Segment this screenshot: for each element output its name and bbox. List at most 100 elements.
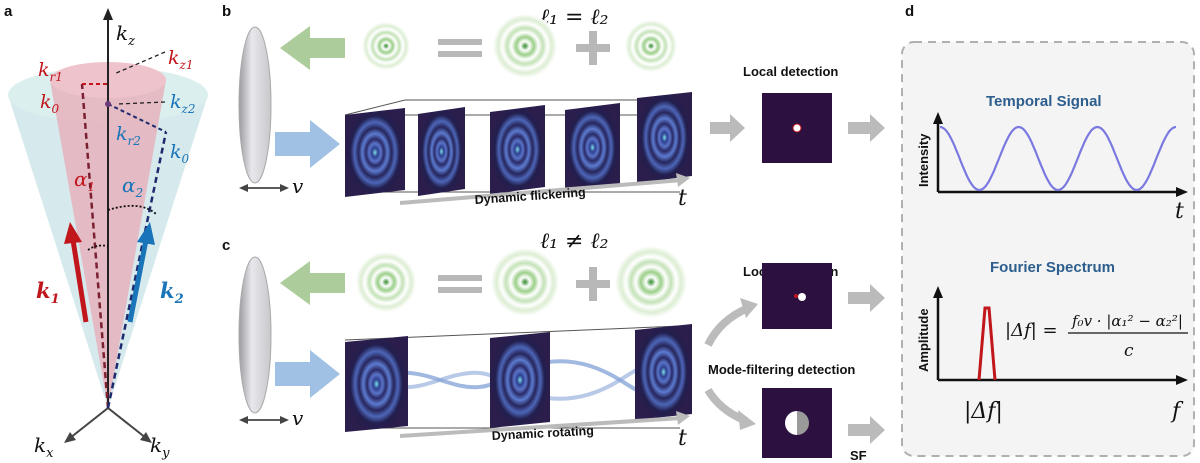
- kx-axis: [69, 407, 109, 439]
- signal-title: Temporal Signal: [986, 93, 1102, 110]
- panel-d-box: [901, 41, 1195, 457]
- to-detector-arrow-b: [710, 114, 745, 142]
- ky-label: ky: [150, 433, 170, 461]
- time-axis-arrow-c: [676, 411, 690, 425]
- detector-spot-b: [792, 123, 802, 133]
- kr2-dashed-line: [107, 103, 167, 133]
- kz-label: kz: [116, 21, 135, 49]
- k2-arrowhead: [137, 222, 155, 245]
- k0-right-label: k0: [170, 141, 190, 166]
- kr1-label: kr1: [38, 59, 63, 84]
- k1-label: k1: [36, 278, 60, 307]
- sf-label: SF: [850, 448, 867, 463]
- incident-arrow-c: [275, 350, 340, 398]
- to-detector-arrowhead-c: [740, 298, 758, 318]
- spectrum-ylabel: Amplitude: [916, 308, 931, 372]
- kz-axis-arrow: [103, 8, 113, 20]
- equals-bar-bottom-c: [438, 287, 482, 293]
- ky-axis-arrow: [140, 432, 152, 443]
- delta-f-label: |Δf|: [964, 399, 1003, 424]
- detector-red-dot-c: [794, 294, 798, 298]
- green-pattern-c1: [356, 252, 416, 312]
- kx-label: kx: [34, 433, 54, 461]
- green-pattern-b2: [493, 14, 557, 78]
- alpha2-arc: [107, 204, 157, 215]
- alpha1-label: α1: [74, 167, 95, 194]
- equals-bar-bottom-b: [438, 51, 482, 57]
- motion-arrow-c-right: [280, 416, 289, 424]
- ring-frame-b3: [490, 105, 545, 194]
- green-pattern-c3: [615, 246, 687, 318]
- k1-arrow: [70, 239, 89, 323]
- ring-frame-b5: [637, 92, 692, 183]
- motion-arrow-b-right: [280, 184, 289, 192]
- green-pattern-b1: [362, 22, 410, 70]
- detector-spot-c: [798, 293, 806, 301]
- filter-half-white: [785, 411, 797, 435]
- mode-filter-title: Mode-filtering detection: [708, 362, 855, 377]
- spectrum-x-arrow: [1176, 375, 1188, 385]
- kz1-pointer: [113, 51, 166, 75]
- to-filter-arrowhead-c: [738, 410, 756, 430]
- k2-arrow: [127, 239, 149, 323]
- kz1-label: kz1: [168, 47, 193, 72]
- green-pattern-c2: [491, 248, 559, 316]
- alpha2-label: α2: [122, 173, 143, 200]
- condition-c: ℓ₁ ≠ ℓ₂: [540, 229, 608, 254]
- k2-dashed-vector: [106, 131, 168, 409]
- spectrum-peak: [977, 306, 997, 381]
- signal-y-arrow: [933, 112, 943, 124]
- kr2-label: kr2: [116, 123, 141, 148]
- panel-c: c ℓ₁ ≠ ℓ₂ Dynamic rotating t v: [222, 229, 885, 463]
- panel-a: a kz kx ky kr1 kz1 k0: [4, 3, 208, 461]
- panel-label-c: c: [222, 237, 230, 254]
- time-label-b: t: [678, 186, 687, 211]
- ring-frame-b1: [345, 108, 405, 197]
- panel-b: b ℓ₁ = ℓ₂ Dynamic flickering t: [222, 3, 885, 211]
- panel-d: d Temporal Signal Intensity t Fourier Sp…: [901, 3, 1195, 457]
- ring-frames-c: [345, 324, 692, 432]
- kz2-pointer: [117, 101, 166, 105]
- filter-half-gray: [797, 411, 809, 435]
- reflected-arrow-b: [280, 26, 345, 70]
- kz2-label: kz2: [170, 91, 195, 116]
- mirror-disc-b: [238, 26, 272, 184]
- signal-ylabel: Intensity: [916, 133, 931, 187]
- ky-axis: [107, 407, 147, 439]
- to-signal-arrow-b: [848, 114, 885, 142]
- sf-arrow: [848, 416, 885, 444]
- ring-frames-b: [345, 92, 692, 197]
- motion-label-b: v: [292, 174, 304, 198]
- green-pattern-b3: [625, 20, 677, 72]
- ring-frame-c2: [490, 332, 550, 428]
- panel-label-d: d: [905, 3, 914, 20]
- spectrum-title: Fourier Spectrum: [990, 259, 1115, 276]
- plus-v-b: [589, 31, 597, 65]
- time-axis-b: [399, 178, 683, 205]
- ring-frame-b4: [565, 103, 620, 192]
- formula-denominator: c: [1124, 341, 1134, 361]
- motion-arrow-b-left: [239, 184, 248, 192]
- ring-frame-c1: [345, 336, 408, 432]
- time-axis-c: [399, 416, 683, 438]
- k1-arrowhead: [64, 222, 82, 244]
- signal-xlabel: t: [1175, 199, 1184, 224]
- spectrum-y-arrow: [933, 286, 943, 298]
- kx-axis-arrow: [64, 432, 76, 443]
- condition-b: ℓ₁ = ℓ₂: [540, 5, 608, 30]
- equals-bar-top-c: [438, 275, 482, 281]
- motion-arrow-c-left: [239, 416, 248, 424]
- ring-frame-c3: [635, 324, 692, 420]
- k1-dashed-vector: [80, 83, 110, 409]
- caption-c: Dynamic rotating: [491, 424, 594, 443]
- alpha1-arc: [87, 244, 109, 251]
- motion-label-c: v: [292, 406, 304, 430]
- k2-label: k2: [160, 278, 184, 307]
- time-label-c: t: [678, 426, 687, 451]
- mirror-disc-c: [238, 256, 272, 414]
- k0-left-label: k0: [40, 91, 60, 116]
- detector-title-b: Local detection: [743, 64, 838, 79]
- signal-curve: [939, 125, 1177, 192]
- to-spectrum-arrow-c: [848, 284, 885, 312]
